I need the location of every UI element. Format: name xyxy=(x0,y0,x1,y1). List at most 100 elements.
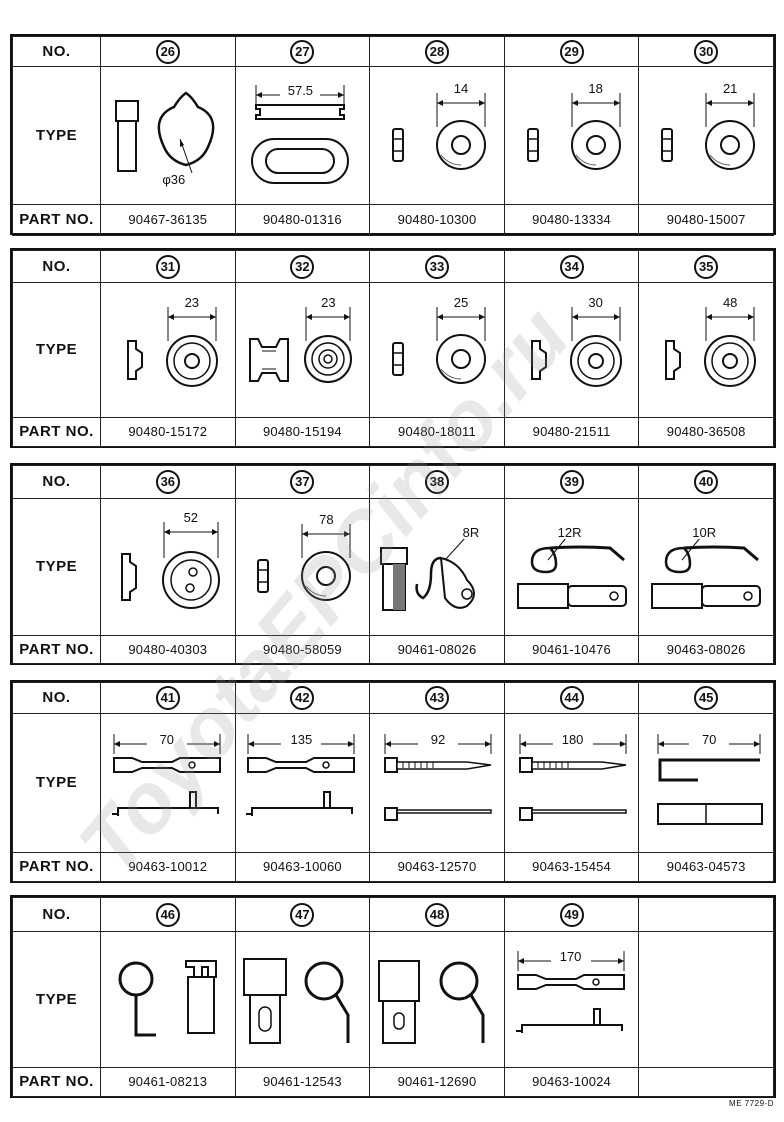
part-number: 90463-04573 xyxy=(666,859,746,874)
part-drawing: 14 xyxy=(375,77,499,195)
part-no-label: PART NO. xyxy=(12,635,101,664)
type-cell: 12R xyxy=(503,498,640,636)
type-cell: 8R xyxy=(369,498,505,636)
part-number: 90480-13334 xyxy=(532,212,611,227)
item-number: 46 xyxy=(155,902,180,927)
part-number-cell: 90480-13334 xyxy=(503,204,640,236)
dimension-label: 48 xyxy=(710,296,751,309)
no-label: NO. xyxy=(12,36,101,67)
part-number-cell: 90480-15172 xyxy=(100,417,236,447)
part-no-label: PART NO. xyxy=(12,1067,101,1097)
part-drawing: 92 xyxy=(375,724,499,842)
dimension-label: 180 xyxy=(552,733,593,746)
type-label: TYPE xyxy=(12,66,101,205)
dimension-label: 52 xyxy=(170,511,211,524)
item-number-cell: 48 xyxy=(369,897,505,932)
part-number-cell: 90480-18011 xyxy=(369,417,505,447)
part-number: 90461-08213 xyxy=(128,1074,208,1089)
part-number-cell: 90463-10024 xyxy=(503,1067,640,1097)
item-number: 47 xyxy=(290,902,315,927)
type-cell: 52 xyxy=(100,498,236,636)
item-number-cell: 43 xyxy=(369,682,505,714)
part-number: 90480-18011 xyxy=(398,424,476,439)
part-drawing: 23 xyxy=(240,291,364,409)
part-drawing: 170 xyxy=(510,941,634,1059)
part-number: 90480-36508 xyxy=(666,424,746,439)
dimension-label: 12R xyxy=(549,526,590,539)
item-number-cell xyxy=(638,897,774,932)
type-cell: φ36 xyxy=(100,66,236,205)
type-cell xyxy=(100,931,236,1068)
part-number: 90461-08026 xyxy=(397,641,477,657)
item-number: 43 xyxy=(424,686,449,710)
item-number-cell: 47 xyxy=(234,897,371,932)
type-label: TYPE xyxy=(12,498,101,636)
part-number-cell xyxy=(638,1067,774,1097)
part-drawing: 21 xyxy=(644,77,768,195)
part-drawing: 12R xyxy=(510,508,634,626)
type-cell: 10R xyxy=(638,498,774,636)
part-number-cell: 90463-04573 xyxy=(638,852,774,882)
type-cell: 14 xyxy=(369,66,505,205)
type-cell: 23 xyxy=(100,282,236,418)
type-label: TYPE xyxy=(12,713,101,853)
part-number-cell: 90467-36135 xyxy=(100,204,236,236)
item-number: 26 xyxy=(155,39,180,64)
part-drawing: 70 xyxy=(644,724,768,842)
dimension-label: 30 xyxy=(575,296,616,309)
part-drawing: 48 xyxy=(644,291,768,409)
item-number: 32 xyxy=(290,254,315,279)
type-cell: 70 xyxy=(100,713,236,853)
item-number-cell: 29 xyxy=(503,36,640,67)
part-number: 90480-21511 xyxy=(532,424,611,439)
part-drawing: 25 xyxy=(375,291,499,409)
part-number: 90480-58059 xyxy=(262,641,342,657)
no-label: NO. xyxy=(12,465,101,499)
part-drawing: 23 xyxy=(106,291,230,409)
type-cell: 92 xyxy=(369,713,505,853)
dimension-label: 18 xyxy=(575,81,616,95)
item-number: 42 xyxy=(290,686,315,710)
type-cell: 30 xyxy=(503,282,640,418)
part-number: 90461-10476 xyxy=(532,641,611,657)
type-cell: 70 xyxy=(638,713,774,853)
part-number-cell: 90480-10300 xyxy=(369,204,505,236)
item-number-cell: 31 xyxy=(100,250,236,283)
item-number: 36 xyxy=(155,470,180,494)
item-number: 41 xyxy=(155,686,180,710)
part-number-cell: 90463-12570 xyxy=(369,852,505,882)
part-number-cell: 90461-08026 xyxy=(369,635,505,664)
item-number-cell: 37 xyxy=(234,465,371,499)
part-number-cell: 90461-12690 xyxy=(369,1067,505,1097)
item-number: 48 xyxy=(424,902,449,927)
part-number: 90463-08026 xyxy=(666,641,746,657)
part-drawing: φ36 xyxy=(106,77,230,195)
part-number: 90480-15172 xyxy=(128,424,208,439)
item-number-cell: 35 xyxy=(638,250,774,283)
item-number-cell: 46 xyxy=(100,897,236,932)
part-no-label: PART NO. xyxy=(12,204,101,236)
part-number-cell: 90480-01316 xyxy=(234,204,371,236)
dimension-label: 8R xyxy=(450,526,491,539)
no-label: NO. xyxy=(12,250,101,283)
item-number-cell: 38 xyxy=(369,465,505,499)
part-drawing: 30 xyxy=(510,291,634,409)
part-drawing: 18 xyxy=(510,77,634,195)
part-number-cell: 90480-15194 xyxy=(234,417,371,447)
item-number-cell: 42 xyxy=(234,682,371,714)
part-number-cell: 90480-21511 xyxy=(503,417,640,447)
item-number: 31 xyxy=(155,254,180,279)
type-cell: 170 xyxy=(503,931,640,1068)
part-number: 90480-40303 xyxy=(128,641,208,657)
type-cell xyxy=(638,931,774,1068)
item-number-cell: 27 xyxy=(234,36,371,67)
type-cell xyxy=(234,931,371,1068)
item-number: 37 xyxy=(290,470,315,494)
part-number: 90463-10012 xyxy=(128,859,208,874)
part-number: 90463-15454 xyxy=(532,859,611,874)
part-drawing: 78 xyxy=(240,508,364,626)
drawing-code: ME 7729-D xyxy=(729,1099,774,1108)
dimension-label: 170 xyxy=(550,949,591,963)
item-number: 28 xyxy=(424,39,449,64)
